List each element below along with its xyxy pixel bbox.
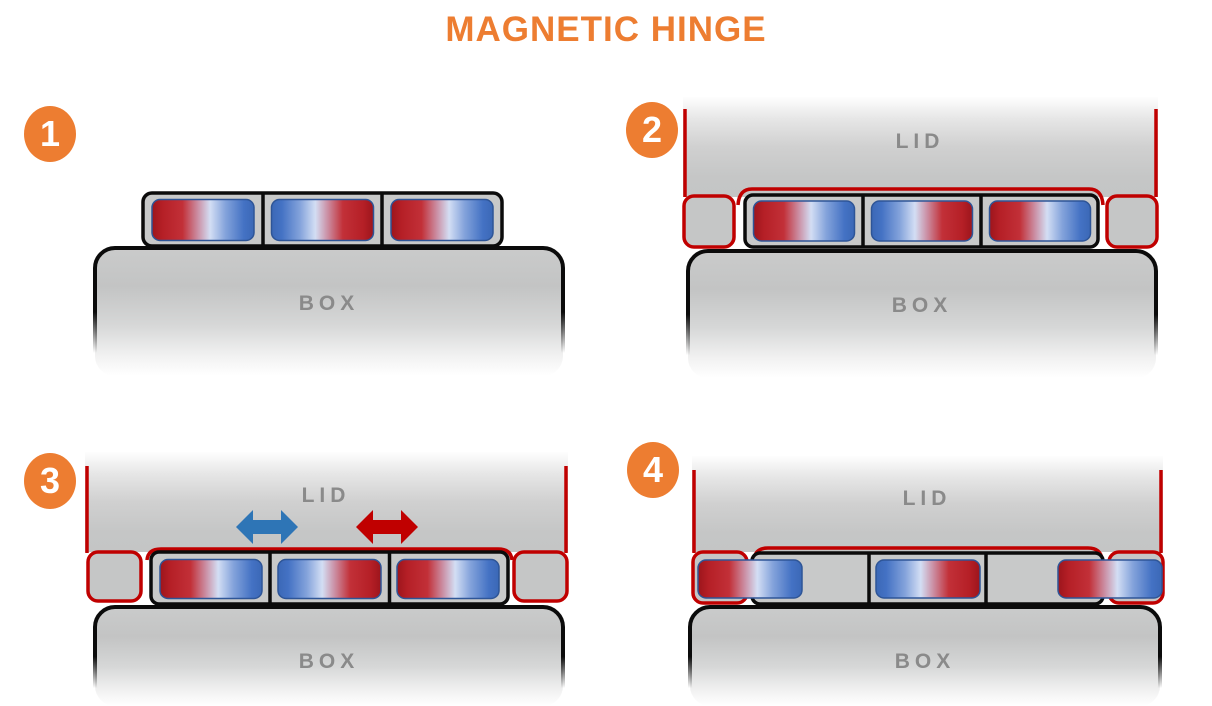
box-body	[93, 605, 565, 706]
magnet	[988, 200, 1092, 242]
lid-body	[692, 456, 1163, 552]
step-number: 2	[642, 109, 662, 150]
magnet	[270, 198, 375, 242]
lid-label: LID	[896, 130, 945, 153]
magnet	[697, 559, 803, 599]
box-body	[686, 249, 1158, 380]
lid-pocket-right	[1105, 194, 1159, 249]
box-label: BOX	[299, 650, 360, 673]
red-double-arrow-icon	[356, 510, 418, 544]
magnet	[159, 558, 263, 600]
lid-body	[85, 452, 568, 552]
box-label: BOX	[299, 292, 360, 315]
lid-recess-outline	[145, 547, 514, 561]
step-badge	[627, 442, 679, 498]
magnet	[277, 558, 382, 600]
step-number: 4	[643, 449, 663, 490]
box-label: BOX	[895, 650, 956, 673]
magnet	[875, 559, 981, 599]
box-label: BOX	[892, 294, 953, 317]
step-badge	[626, 102, 678, 158]
panel-1: 1 BOX	[24, 106, 565, 378]
step-number: 1	[40, 113, 60, 154]
box-body	[688, 605, 1162, 706]
panel-3: LID BOX 3	[24, 452, 569, 706]
panel-4: LID BOX 4	[627, 442, 1165, 706]
lid-body	[683, 97, 1158, 197]
magnet	[396, 558, 500, 600]
magnet	[151, 198, 255, 242]
lid-pocket-left	[682, 194, 736, 249]
lid-label: LID	[302, 484, 351, 507]
blue-double-arrow-icon	[236, 510, 298, 544]
step-badge	[24, 453, 76, 509]
magnet	[390, 198, 494, 242]
magnet	[752, 200, 856, 242]
diagram-title: MAGNETIC HINGE	[445, 10, 767, 49]
box-body	[93, 246, 565, 378]
magnet	[870, 200, 974, 242]
panel-2: LID BOX 2	[626, 97, 1159, 380]
step-number: 3	[40, 460, 60, 501]
lid-pocket-right	[512, 550, 569, 603]
magnet	[1057, 559, 1163, 599]
lid-recess-outline	[736, 187, 1105, 206]
step-badge	[24, 106, 76, 162]
lid-label: LID	[903, 487, 952, 510]
lid-pocket-left	[86, 550, 143, 603]
